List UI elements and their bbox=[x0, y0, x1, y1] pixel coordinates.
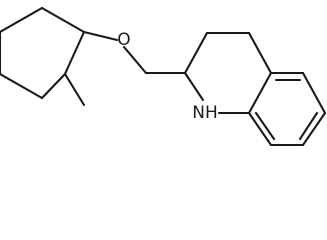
saturated-ring-bond-3 bbox=[247, 31, 273, 75]
benzene-inner-double-bond-right bbox=[298, 111, 319, 141]
benzene-fusion-bond bbox=[247, 71, 273, 115]
molecule-diagram: O NH bbox=[0, 6, 327, 146]
structure-canvas: O NH bbox=[0, 6, 327, 146]
cyclohexane-bond-bottom bbox=[40, 72, 67, 100]
c2-to-nitrogen-bond bbox=[183, 71, 205, 102]
cyclohexane-bond-bottom-left bbox=[0, 72, 44, 100]
cyclohexane-bond-right bbox=[63, 30, 86, 76]
benzene-bond-upper-right bbox=[301, 71, 327, 115]
amine-atom-label: NH bbox=[192, 103, 218, 123]
methylcyclohexyl-group bbox=[0, 6, 86, 107]
benzene-inner-double-bond-left bbox=[254, 111, 276, 141]
benzene-bond-lower-right bbox=[301, 111, 327, 146]
oxygen-to-methylene-bond bbox=[122, 45, 148, 75]
ring-to-oxygen-bond bbox=[82, 30, 119, 42]
oxygen-atom-label: O bbox=[117, 30, 130, 50]
ether-linker: O bbox=[82, 30, 187, 75]
benzene-bond-lower-left bbox=[247, 111, 273, 146]
cyclohexane-bond-top-left bbox=[0, 6, 44, 34]
tetrahydroquinoline-group: NH bbox=[183, 31, 327, 146]
methyl-bond bbox=[63, 72, 86, 107]
cyclohexane-bond-top bbox=[40, 6, 86, 34]
saturated-ring-bond-1 bbox=[183, 31, 209, 75]
